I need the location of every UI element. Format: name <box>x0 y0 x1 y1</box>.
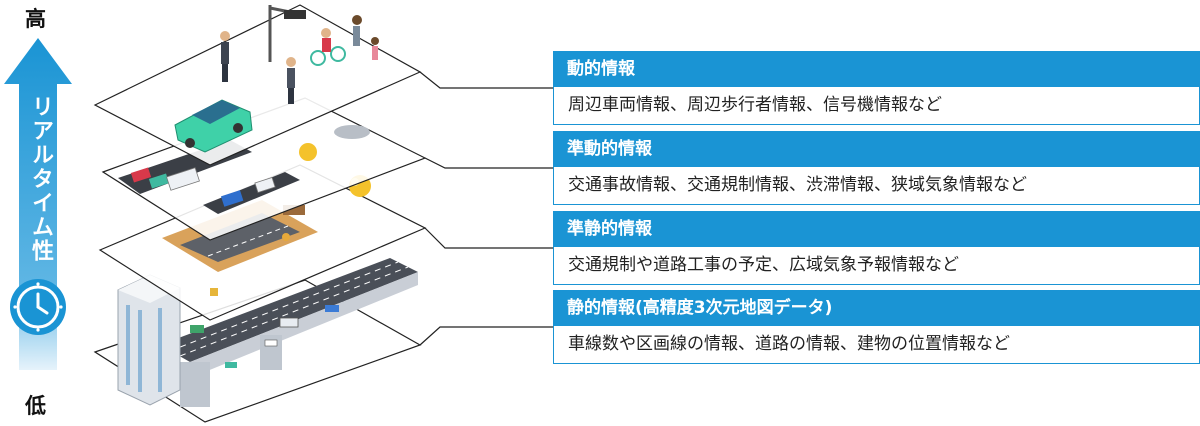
axis-high-label: 高 <box>25 7 46 31</box>
card-description: 交通事故情報、交通規制情報、渋滞情報、狭域気象情報など <box>553 167 1200 205</box>
connector-static <box>419 326 553 346</box>
card-description: 車線数や区画線の情報、道路の情報、建物の位置情報など <box>553 326 1200 364</box>
card-title: 動的情報 <box>553 51 1200 87</box>
card-description: 周辺車両情報、周辺歩行者情報、信号機情報など <box>553 87 1200 125</box>
card-quasi-static: 準静的情報 交通規制や道路工事の予定、広域気象予報情報など <box>553 211 1200 285</box>
card-title: 準動的情報 <box>553 131 1200 167</box>
axis-low-label: 低 <box>25 394 46 418</box>
card-quasi-dynamic: 準動的情報 交通事故情報、交通規制情報、渋滞情報、狭域気象情報など <box>553 131 1200 205</box>
realtime-label: リアルタイム性 <box>28 95 53 263</box>
connector-dynamic <box>419 71 553 89</box>
card-dynamic: 動的情報 周辺車両情報、周辺歩行者情報、信号機情報など <box>553 51 1200 125</box>
dynamic-layer <box>93 4 422 166</box>
quasi-static-layer <box>98 164 427 321</box>
card-static: 静的情報(高精度3次元地図データ) 車線数や区画線の情報、道路の情報、建物の位置… <box>553 290 1200 364</box>
clock-icon <box>10 279 66 335</box>
static-layer <box>93 258 422 423</box>
card-description: 交通規制や道路工事の予定、広域気象予報情報など <box>553 247 1200 285</box>
card-title: 静的情報(高精度3次元地図データ) <box>553 290 1200 326</box>
connector-quasi-static <box>424 227 553 249</box>
card-title: 準静的情報 <box>553 211 1200 247</box>
layer-illustration <box>93 4 553 423</box>
connector-quasi-dynamic <box>424 157 553 169</box>
